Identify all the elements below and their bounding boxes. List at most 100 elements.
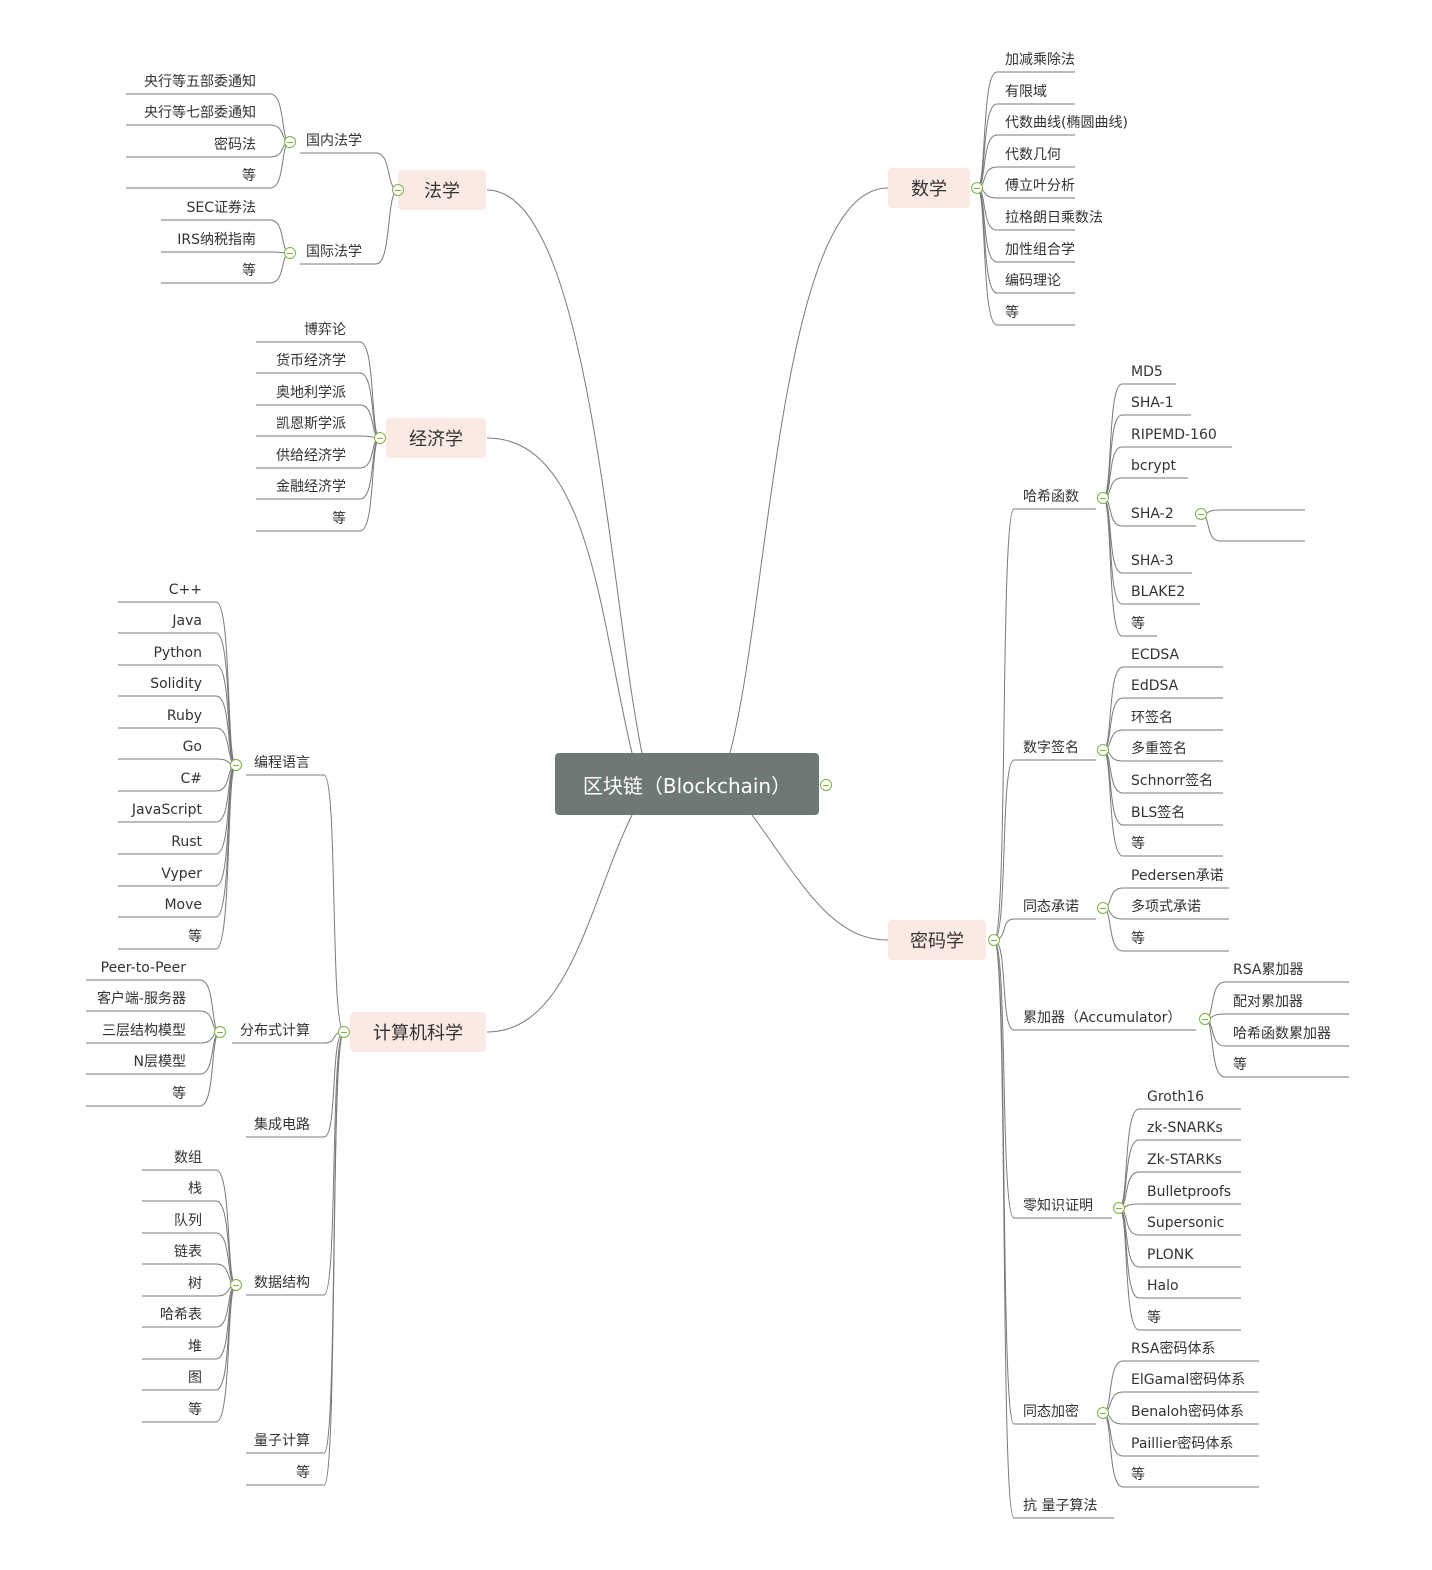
topic-integrated-circuits[interactable]: 集成电路: [254, 1117, 310, 1133]
leaf-topic[interactable]: BLAKE2: [1131, 584, 1186, 600]
topic-accumulator[interactable]: 累加器（Accumulator）: [1023, 1010, 1182, 1026]
leaf-topic[interactable]: Groth16: [1147, 1089, 1205, 1105]
leaf-topic[interactable]: Peer-to-Peer: [100, 960, 186, 976]
leaf-topic[interactable]: Zk-STARKs: [1147, 1152, 1222, 1168]
leaf-topic[interactable]: 博弈论: [304, 322, 346, 338]
leaf-topic[interactable]: Go: [182, 739, 202, 755]
leaf-topic[interactable]: 密码法: [214, 137, 256, 153]
leaf-topic[interactable]: Supersonic: [1147, 1215, 1225, 1231]
branch-cryptography[interactable]: 密码学: [888, 920, 986, 960]
leaf-topic[interactable]: SHA-1: [1131, 395, 1174, 411]
leaf-topic[interactable]: Benaloh密码体系: [1131, 1404, 1244, 1420]
crypto-collapse-icon[interactable]: [988, 934, 1000, 946]
leaf-topic[interactable]: 加性组合学: [1005, 242, 1075, 258]
leaf-topic[interactable]: 等: [242, 263, 256, 279]
leaf-topic[interactable]: Python: [153, 645, 202, 661]
cs-collapse-icon[interactable]: [338, 1026, 350, 1038]
leaf-topic[interactable]: PLONK: [1147, 1247, 1194, 1263]
leaf-topic[interactable]: Schnorr签名: [1131, 773, 1214, 789]
leaf-topic[interactable]: 有限域: [1005, 84, 1047, 100]
leaf-topic[interactable]: Bulletproofs: [1147, 1184, 1232, 1200]
leaf-topic[interactable]: Halo: [1147, 1278, 1179, 1294]
topic-hash-functions[interactable]: 哈希函数: [1023, 489, 1079, 505]
economics-collapse-icon[interactable]: [374, 432, 386, 444]
signature-collapse-icon[interactable]: [1097, 744, 1109, 756]
leaf-topic[interactable]: 代数几何: [1005, 147, 1061, 163]
topic-homomorphic-commitments[interactable]: 同态承诺: [1023, 899, 1079, 915]
math-collapse-icon[interactable]: [971, 182, 983, 194]
leaf-topic[interactable]: BLS签名: [1131, 805, 1186, 821]
leaf-topic[interactable]: 等: [1131, 1467, 1145, 1483]
leaf-topic[interactable]: 等: [242, 168, 256, 184]
root-node[interactable]: 区块链（Blockchain）: [555, 753, 819, 815]
languages-collapse-icon[interactable]: [230, 759, 242, 771]
leaf-topic[interactable]: 奥地利学派: [276, 385, 346, 401]
leaf-topic[interactable]: 等: [332, 511, 346, 527]
leaf-topic[interactable]: 等: [172, 1086, 186, 1102]
leaf-topic[interactable]: Rust: [171, 834, 202, 850]
leaf-topic[interactable]: 等: [188, 1402, 202, 1418]
leaf-topic[interactable]: Solidity: [150, 676, 202, 692]
leaf-topic[interactable]: 加减乘除法: [1005, 52, 1075, 68]
leaf-topic[interactable]: 傅立叶分析: [1005, 178, 1075, 194]
leaf-topic[interactable]: bcrypt: [1131, 458, 1177, 474]
leaf-topic[interactable]: 央行等五部委通知: [144, 74, 256, 90]
leaf-topic[interactable]: ECDSA: [1131, 647, 1180, 663]
leaf-topic[interactable]: JavaScript: [131, 802, 202, 818]
leaf-topic[interactable]: Ruby: [166, 708, 202, 724]
leaf-topic[interactable]: 等: [1233, 1057, 1247, 1073]
datastructures-collapse-icon[interactable]: [230, 1279, 242, 1291]
leaf-topic[interactable]: 配对累加器: [1233, 994, 1303, 1010]
topic-etc[interactable]: 等: [296, 1465, 310, 1481]
leaf-topic[interactable]: ElGamal密码体系: [1131, 1372, 1246, 1388]
leaf-topic[interactable]: 等: [188, 929, 202, 945]
zk-collapse-icon[interactable]: [1113, 1202, 1125, 1214]
leaf-topic[interactable]: 金融经济学: [276, 479, 346, 495]
topic-zero-knowledge[interactable]: 零知识证明: [1023, 1198, 1093, 1214]
leaf-topic[interactable]: 队列: [174, 1213, 202, 1229]
leaf-topic[interactable]: 多项式承诺: [1131, 899, 1201, 915]
topic-data-structures[interactable]: 数据结构: [254, 1275, 310, 1291]
topic-international-law[interactable]: 国际法学: [306, 244, 362, 260]
leaf-topic[interactable]: RSA累加器: [1233, 962, 1304, 978]
commitment-collapse-icon[interactable]: [1097, 902, 1109, 914]
leaf-topic[interactable]: Paillier密码体系: [1131, 1436, 1234, 1452]
leaf-topic[interactable]: N层模型: [133, 1054, 186, 1070]
leaf-topic[interactable]: EdDSA: [1131, 678, 1179, 694]
leaf-topic[interactable]: 代数曲线(椭圆曲线): [1005, 115, 1128, 131]
leaf-topic[interactable]: SHA-3: [1131, 553, 1174, 569]
leaf-topic[interactable]: SEC证券法: [186, 200, 256, 216]
leaf-topic[interactable]: 三层结构模型: [102, 1023, 186, 1039]
branch-economics[interactable]: 经济学: [386, 418, 486, 458]
leaf-topic[interactable]: 环签名: [1131, 710, 1173, 726]
leaf-topic[interactable]: 数组: [174, 1150, 202, 1166]
leaf-topic[interactable]: C++: [168, 582, 202, 598]
hash-collapse-icon[interactable]: [1097, 492, 1109, 504]
leaf-topic[interactable]: 等: [1005, 305, 1019, 321]
he-collapse-icon[interactable]: [1097, 1407, 1109, 1419]
topic-post-quantum[interactable]: 抗 量子算法: [1023, 1498, 1098, 1514]
branch-math[interactable]: 数学: [888, 168, 970, 208]
leaf-topic[interactable]: 多重签名: [1131, 741, 1187, 757]
leaf-topic[interactable]: Java: [172, 613, 202, 629]
leaf-topic[interactable]: 哈希表: [160, 1307, 202, 1323]
topic-domestic-law[interactable]: 国内法学: [306, 133, 362, 149]
leaf-topic[interactable]: IRS纳税指南: [177, 232, 256, 248]
leaf-topic[interactable]: 栈: [188, 1181, 202, 1197]
leaf-topic[interactable]: 等: [1131, 836, 1145, 852]
leaf-topic[interactable]: 客户端-服务器: [96, 991, 186, 1007]
leaf-topic[interactable]: 供给经济学: [276, 448, 346, 464]
sha2-collapse-icon[interactable]: [1195, 508, 1207, 520]
leaf-topic[interactable]: 拉格朗日乘数法: [1005, 210, 1103, 226]
leaf-topic[interactable]: 图: [188, 1370, 202, 1386]
topic-programming-languages[interactable]: 编程语言: [254, 755, 310, 771]
leaf-topic[interactable]: MD5: [1131, 364, 1163, 380]
branch-computer-science[interactable]: 计算机科学: [350, 1012, 486, 1052]
topic-homomorphic-encryption[interactable]: 同态加密: [1023, 1404, 1079, 1420]
leaf-topic[interactable]: 央行等七部委通知: [144, 105, 256, 121]
leaf-topic[interactable]: SHA-2: [1131, 506, 1174, 522]
leaf-topic[interactable]: 货币经济学: [276, 353, 346, 369]
leaf-topic[interactable]: 等: [1131, 616, 1145, 632]
topic-digital-signatures[interactable]: 数字签名: [1023, 740, 1079, 756]
leaf-topic[interactable]: RIPEMD-160: [1131, 427, 1217, 443]
